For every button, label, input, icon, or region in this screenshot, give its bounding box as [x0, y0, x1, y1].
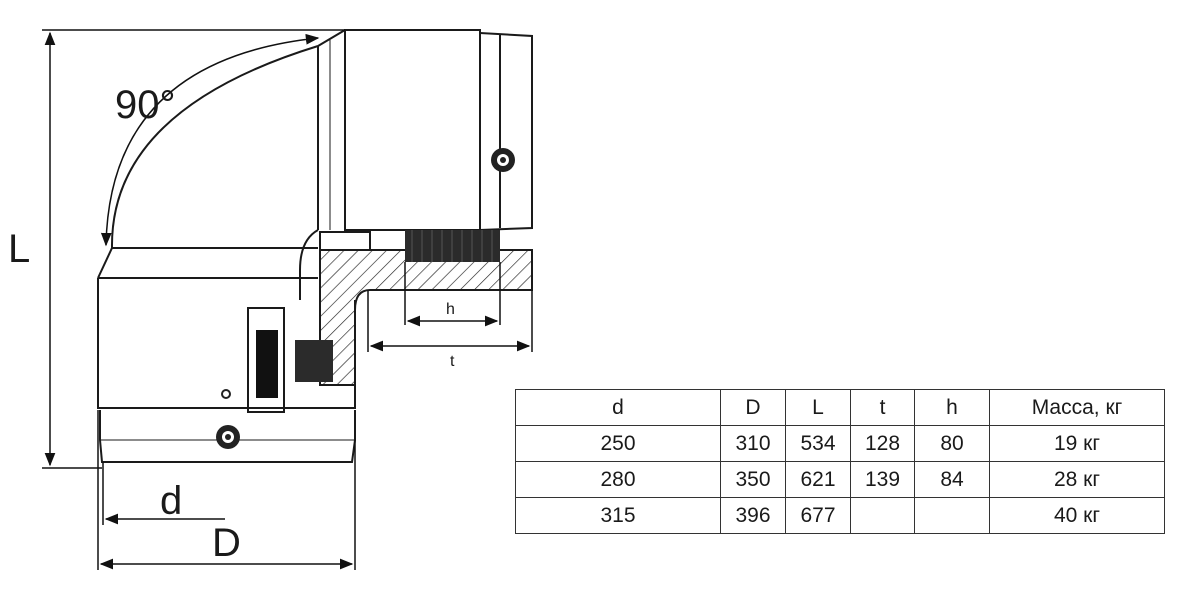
col-header-mass: Масса, кг [989, 389, 1165, 426]
cell-mass: 19 кг [989, 425, 1165, 462]
indicator-window [247, 307, 285, 413]
cell-D: 310 [720, 425, 786, 462]
table-header-row: d D L t h Масса, кг [515, 389, 1165, 426]
cell-mass: 40 кг [989, 497, 1165, 534]
table-row: 315 396 677 40 кг [515, 497, 1165, 534]
cell-d: 250 [515, 425, 721, 462]
cell-h: 84 [914, 461, 990, 498]
dim-L-label: L [8, 227, 30, 271]
cell-t: 139 [850, 461, 915, 498]
col-header-t: t [850, 389, 915, 426]
cell-D: 350 [720, 461, 786, 498]
terminal-lower-icon [216, 425, 240, 449]
lower-coil [295, 340, 333, 382]
table-row: 250 310 534 128 80 19 кг [515, 425, 1165, 462]
cell-L: 621 [785, 461, 851, 498]
col-header-L: L [785, 389, 851, 426]
dim-D-label: D [212, 521, 241, 565]
dim-d-label: d [160, 479, 182, 523]
upper-branch-body [344, 29, 481, 231]
upper-taper [317, 29, 346, 230]
cell-mass: 28 кг [989, 461, 1165, 498]
lower-branch-socket [99, 410, 356, 463]
cell-h [914, 497, 990, 534]
cell-L: 534 [785, 425, 851, 462]
indicator-dot-icon [221, 389, 231, 399]
col-header-h: h [914, 389, 990, 426]
cell-t: 128 [850, 425, 915, 462]
cell-L: 677 [785, 497, 851, 534]
inner-ring [319, 231, 371, 251]
terminal-upper-icon [491, 148, 515, 172]
cell-d: 280 [515, 461, 721, 498]
upper-branch-socket [479, 32, 533, 231]
col-header-d: d [515, 389, 721, 426]
cell-D: 396 [720, 497, 786, 534]
cell-t [850, 497, 915, 534]
col-header-D: D [720, 389, 786, 426]
angle-dim-arc [100, 33, 320, 247]
spec-table: d D L t h Масса, кг 250 310 534 128 80 1… [515, 389, 1165, 534]
dim-h-label: h [446, 301, 455, 318]
elbow-fitting-drawing: 90° L d D h t [8, 29, 533, 570]
section-cut [319, 249, 533, 386]
table-row: 280 350 621 139 84 28 кг [515, 461, 1165, 498]
cell-h: 80 [914, 425, 990, 462]
elbow-outer-arc [110, 45, 319, 249]
angle-label: 90° [115, 83, 176, 127]
cell-d: 315 [515, 497, 721, 534]
dim-t-label: t [450, 353, 455, 370]
